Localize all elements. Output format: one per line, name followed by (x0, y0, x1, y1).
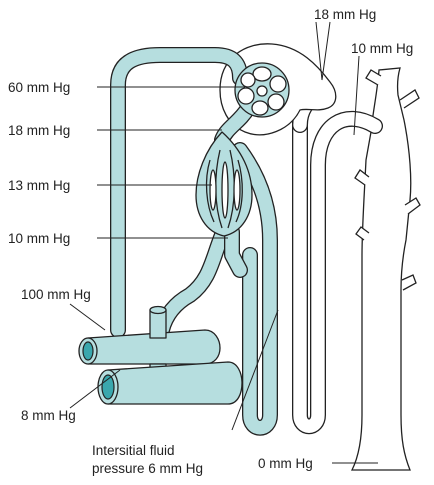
pressure-labels: 60 mm Hg 18 mm Hg 13 mm Hg 10 mm Hg 100 … (8, 7, 413, 476)
label-arterial-pressure: 100 mm Hg (21, 287, 91, 302)
label-interstitial-line2: pressure 6 mm Hg (92, 461, 203, 476)
arcuate-vein (98, 362, 242, 404)
leader-100 (70, 304, 105, 330)
label-venule-pressure: 10 mm Hg (8, 231, 70, 246)
label-glomerular-pressure: 60 mm Hg (8, 80, 70, 95)
label-tubule-pressure: 10 mm Hg (351, 41, 413, 56)
label-peritubular-pressure: 13 mm Hg (8, 178, 70, 193)
glomerulus (235, 63, 289, 117)
label-efferent-pressure: 18 mm Hg (8, 123, 70, 138)
label-interstitial-line1: Intersitial fluid (92, 443, 175, 458)
label-collecting-duct-pressure: 0 mm Hg (258, 456, 313, 471)
arcuate-artery (79, 307, 220, 369)
label-capsule-pressure: 18 mm Hg (314, 7, 376, 22)
label-venous-pressure: 8 mm Hg (21, 408, 76, 423)
